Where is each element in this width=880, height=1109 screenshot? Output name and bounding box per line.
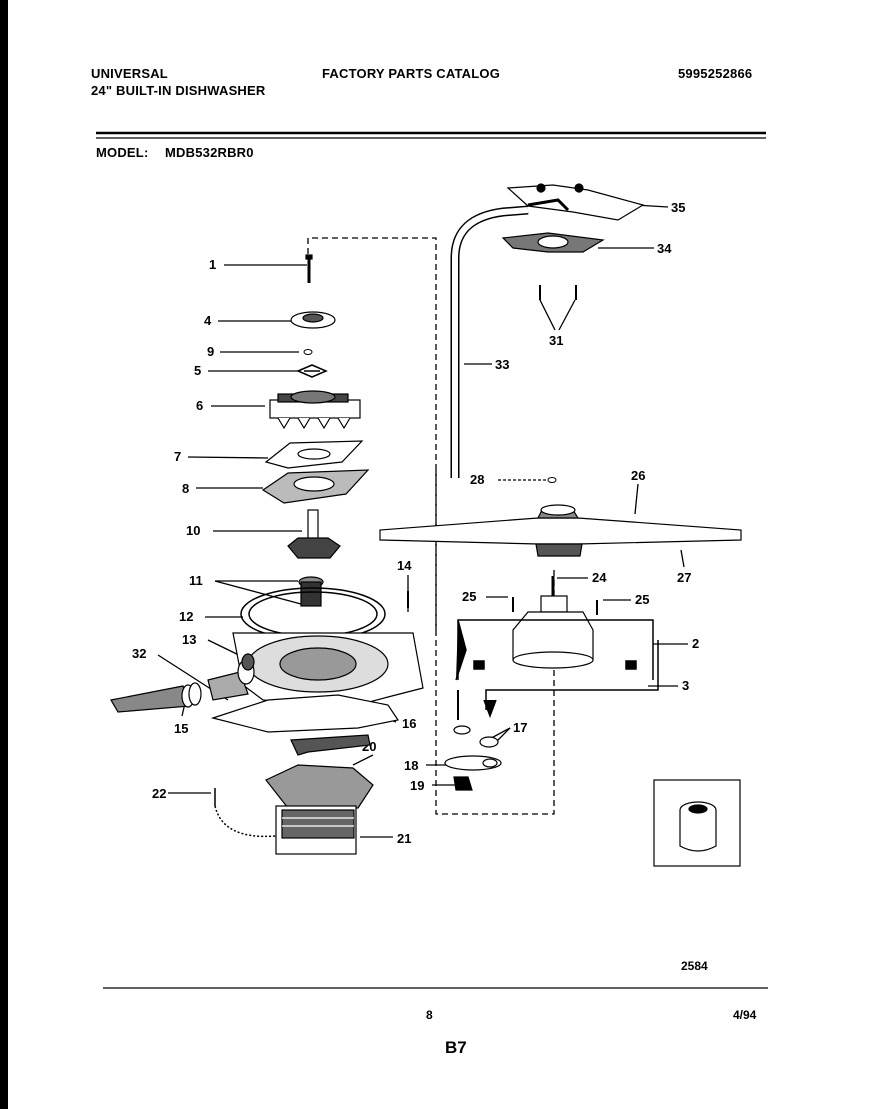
callout-6: 6	[196, 398, 204, 413]
part-33-supply-tube	[450, 198, 570, 478]
callout-18: 18	[404, 758, 419, 773]
callout-7: 7	[174, 449, 182, 464]
catalog-title: FACTORY PARTS CATALOG	[322, 66, 501, 81]
callout-28: 28	[470, 472, 485, 487]
callout-24: 24	[592, 570, 607, 585]
catalog-number: 5995252866	[678, 66, 753, 81]
callout-1: 1	[209, 257, 217, 272]
part-6-impeller	[269, 390, 361, 430]
callout-32: 32	[132, 646, 147, 661]
part-13-pump-base	[232, 632, 424, 706]
part-35-upper-spray	[506, 183, 645, 221]
callout-35: 35	[671, 200, 686, 215]
section-code: B7	[445, 1038, 467, 1057]
callout-17: 17	[513, 720, 528, 735]
revision-date: 4/94	[733, 1008, 757, 1022]
part-26-lower-spray-arm	[379, 504, 742, 557]
callout-14: 14	[397, 558, 412, 573]
dashed-group-right	[435, 470, 555, 815]
leader-17b	[495, 727, 511, 743]
leader-31b	[558, 299, 576, 331]
part-23-inset	[653, 779, 741, 867]
leader-26	[634, 483, 639, 515]
leader-7	[187, 456, 269, 459]
part-28-oring	[547, 477, 557, 483]
callout-5: 5	[194, 363, 202, 378]
callout-19: 19	[410, 778, 425, 793]
callout-10: 10	[186, 523, 201, 538]
callout-11: 11	[189, 573, 203, 588]
callout-9: 9	[207, 344, 215, 359]
callout-21: 21	[397, 831, 412, 846]
part-10-shaft	[287, 509, 341, 559]
leader-31a	[539, 299, 556, 331]
callout-4: 4	[204, 313, 212, 328]
part-20-bracket	[290, 734, 371, 756]
callout-26: 26	[631, 468, 646, 483]
callout-16: 16	[402, 716, 417, 731]
part-31-screws	[539, 285, 577, 300]
part-4-cap	[290, 311, 336, 329]
model-number: MDB532RBR0	[165, 145, 254, 160]
product-name: 24" BUILT-IN DISHWASHER	[91, 83, 266, 98]
part-17-18-19-hardware	[444, 725, 502, 791]
leader-27	[680, 549, 685, 568]
part-9-washer	[303, 349, 313, 355]
callout-13: 13	[182, 632, 197, 647]
part-7-plate	[264, 440, 364, 469]
part-15-hose	[110, 653, 255, 713]
callout-2: 2	[692, 636, 700, 651]
part-22-screw	[214, 788, 277, 838]
model-label: MODEL:	[96, 145, 149, 160]
parts-sheet: UNIVERSAL 24" BUILT-IN DISHWASHER FACTOR…	[8, 0, 880, 1109]
exploded-view-drawing	[96, 131, 768, 989]
callout-8: 8	[182, 481, 190, 496]
callout-12: 12	[179, 609, 194, 624]
callout-31: 31	[549, 333, 564, 348]
callout-22: 22	[152, 786, 167, 801]
part-2-3-heater	[455, 619, 659, 720]
part-1-screw	[305, 254, 313, 283]
leader-11b	[214, 580, 302, 605]
drawing-number: 2584	[681, 959, 708, 973]
part-21-motor	[265, 764, 374, 855]
dashed-group-left	[307, 237, 437, 630]
callout-34: 34	[657, 241, 672, 256]
callout-33: 33	[495, 357, 510, 372]
callout-25-right: 25	[635, 592, 650, 607]
brand-name: UNIVERSAL	[91, 66, 168, 81]
leader-20	[352, 754, 374, 766]
page-number: 8	[426, 1008, 433, 1022]
part-16-plate	[210, 694, 399, 733]
callout-3: 3	[682, 678, 690, 693]
callout-15: 15	[174, 721, 189, 736]
part-25-pins	[512, 597, 598, 615]
part-24-pump	[512, 576, 594, 669]
part-5-chopper	[296, 364, 328, 378]
part-34-spray-arm	[501, 232, 605, 253]
callout-27: 27	[677, 570, 692, 585]
part-8-gasket	[261, 469, 370, 504]
callout-25-left: 25	[462, 589, 477, 604]
